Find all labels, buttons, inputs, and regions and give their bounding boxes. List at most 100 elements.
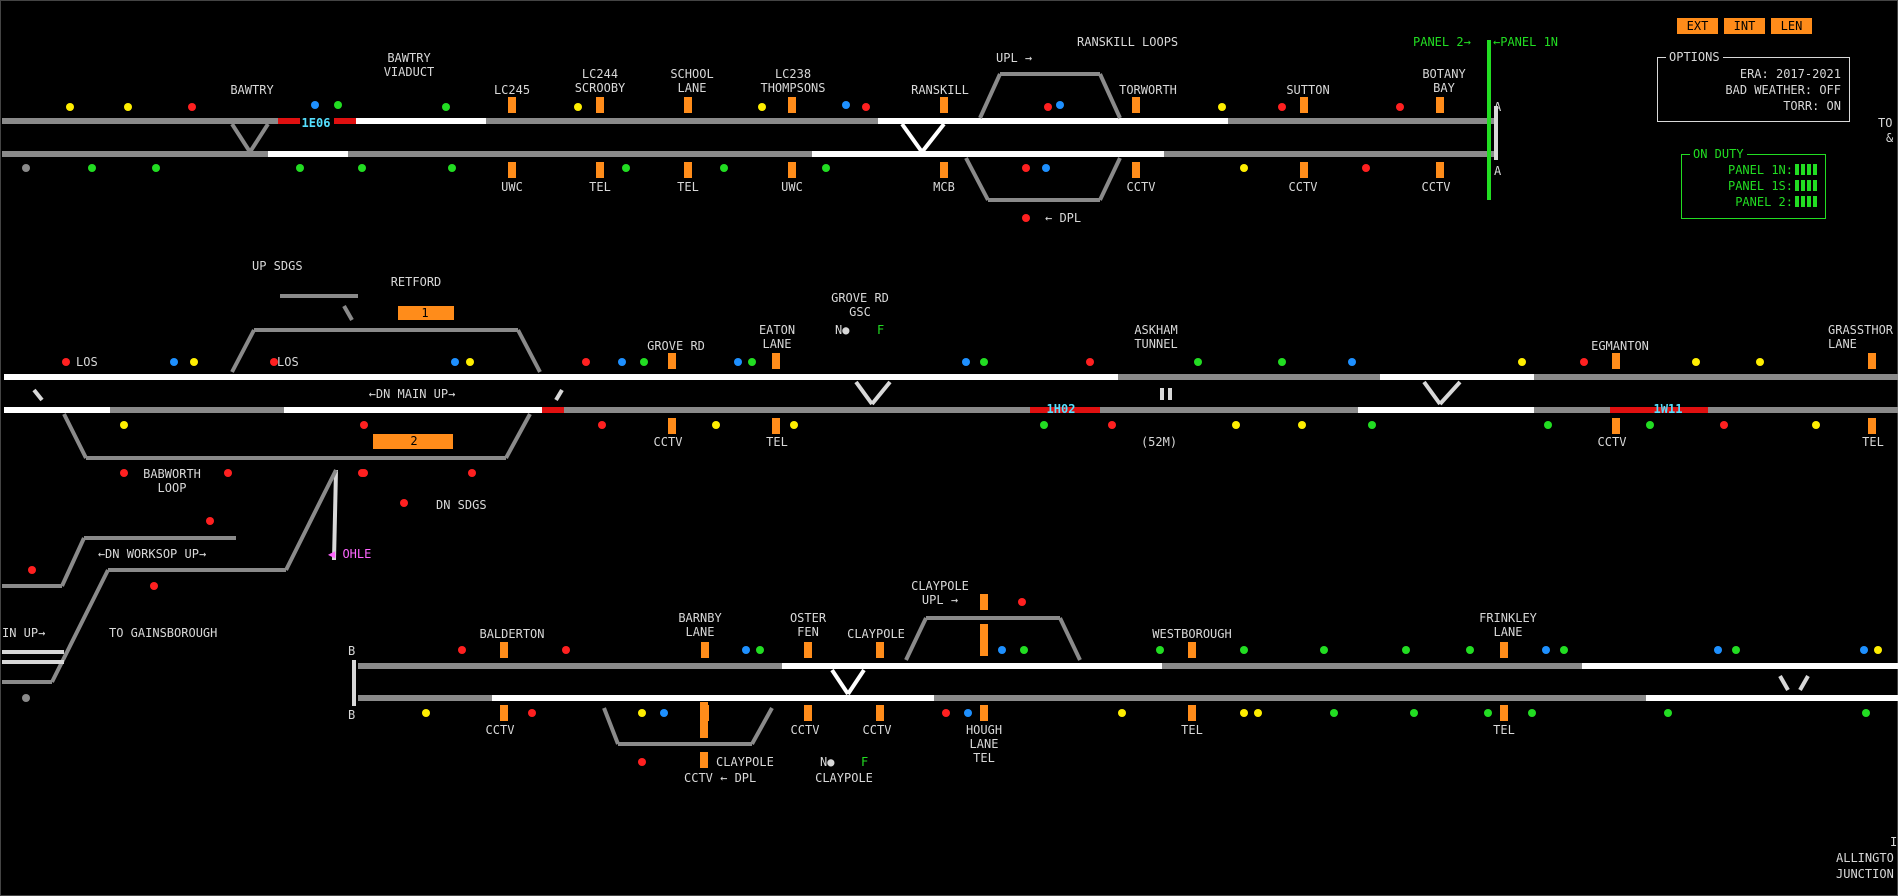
signal[interactable] xyxy=(1044,103,1052,111)
level-crossing[interactable] xyxy=(668,353,676,369)
track-section[interactable] xyxy=(920,122,946,154)
track-section[interactable] xyxy=(2,151,268,157)
level-crossing[interactable] xyxy=(508,97,516,113)
track-section[interactable] xyxy=(1030,407,1100,413)
signal[interactable] xyxy=(1402,646,1410,654)
level-crossing[interactable] xyxy=(772,418,780,434)
track-section[interactable] xyxy=(248,122,270,154)
track-section[interactable] xyxy=(854,380,874,406)
track-section[interactable] xyxy=(1646,695,1898,701)
signal[interactable] xyxy=(1232,421,1240,429)
level-crossing[interactable] xyxy=(1188,642,1196,658)
signal[interactable] xyxy=(1874,646,1882,654)
signal[interactable] xyxy=(296,164,304,172)
track-section[interactable] xyxy=(230,329,256,373)
track-section[interactable] xyxy=(1422,380,1442,406)
signal[interactable] xyxy=(1218,103,1226,111)
claypole-gsc-f-label[interactable]: F xyxy=(861,755,869,769)
signal[interactable] xyxy=(1330,709,1338,717)
track-section[interactable] xyxy=(750,707,774,745)
signal[interactable] xyxy=(638,758,646,766)
signal[interactable] xyxy=(528,709,536,717)
signal[interactable] xyxy=(1544,421,1552,429)
track-section[interactable] xyxy=(602,707,620,745)
signal[interactable] xyxy=(980,358,988,366)
train-id-1h02[interactable]: 1H02 xyxy=(1046,402,1076,416)
track-section[interactable] xyxy=(32,388,44,402)
signal[interactable] xyxy=(1194,358,1202,366)
ext-button[interactable]: EXT xyxy=(1677,18,1718,34)
signal[interactable] xyxy=(1018,598,1026,606)
signal[interactable] xyxy=(334,101,342,109)
signal[interactable] xyxy=(1156,646,1164,654)
signal[interactable] xyxy=(638,709,646,717)
track-section[interactable] xyxy=(1582,663,1898,669)
level-crossing[interactable] xyxy=(876,642,884,658)
signal[interactable] xyxy=(1056,101,1064,109)
level-crossing[interactable] xyxy=(804,642,812,658)
signal[interactable] xyxy=(758,103,766,111)
track-section[interactable] xyxy=(268,151,348,157)
bad-weather-option[interactable]: BAD WEATHER: OFF xyxy=(1725,83,1841,97)
signal[interactable] xyxy=(466,358,474,366)
torr-option[interactable]: TORR: ON xyxy=(1783,99,1841,113)
signal[interactable] xyxy=(660,709,668,717)
track-section[interactable] xyxy=(870,380,892,406)
signal[interactable] xyxy=(1396,103,1404,111)
signal[interactable] xyxy=(150,582,158,590)
level-crossing[interactable] xyxy=(500,705,508,721)
signal[interactable] xyxy=(582,358,590,366)
level-crossing[interactable] xyxy=(980,705,988,721)
signal[interactable] xyxy=(964,709,972,717)
signal[interactable] xyxy=(206,517,214,525)
level-crossing[interactable] xyxy=(1500,642,1508,658)
level-crossing[interactable] xyxy=(1132,162,1140,178)
signal[interactable] xyxy=(1022,214,1030,222)
signal[interactable] xyxy=(1368,421,1376,429)
level-crossing[interactable] xyxy=(596,162,604,178)
platform-2[interactable] xyxy=(373,434,453,449)
signal[interactable] xyxy=(400,499,408,507)
track-section[interactable] xyxy=(492,695,934,701)
signal[interactable] xyxy=(358,164,366,172)
level-crossing[interactable] xyxy=(1868,353,1876,369)
track-section[interactable] xyxy=(284,407,542,413)
track-section[interactable] xyxy=(542,407,564,413)
track-section[interactable] xyxy=(110,407,284,413)
track-section[interactable] xyxy=(904,617,928,661)
level-crossing[interactable] xyxy=(700,702,708,738)
signal[interactable] xyxy=(748,358,756,366)
level-crossing[interactable] xyxy=(500,642,508,658)
signal[interactable] xyxy=(22,694,30,702)
level-crossing[interactable] xyxy=(1132,97,1140,113)
signal[interactable] xyxy=(1240,709,1248,717)
signal[interactable] xyxy=(1862,709,1870,717)
signal[interactable] xyxy=(311,101,319,109)
platform-2-label[interactable]: 2 xyxy=(410,434,418,448)
train-id-1w11[interactable]: 1W11 xyxy=(1653,402,1683,416)
track-section[interactable] xyxy=(358,695,492,701)
ohle-label[interactable]: ◀ OHLE xyxy=(328,547,372,561)
track-section[interactable] xyxy=(486,118,878,124)
track-section[interactable] xyxy=(1798,675,1810,691)
signal[interactable] xyxy=(1484,709,1492,717)
signal[interactable] xyxy=(1042,164,1050,172)
signal[interactable] xyxy=(942,709,950,717)
track-section[interactable] xyxy=(830,668,850,696)
level-crossing[interactable] xyxy=(940,162,948,178)
signal[interactable] xyxy=(742,646,750,654)
signal[interactable] xyxy=(188,103,196,111)
track-section[interactable] xyxy=(1358,407,1534,413)
signal[interactable] xyxy=(22,164,30,172)
signal[interactable] xyxy=(1732,646,1740,654)
platform-1[interactable] xyxy=(398,306,454,320)
level-crossing[interactable] xyxy=(940,97,948,113)
claypole-gsc-n-label[interactable]: N● xyxy=(820,755,835,769)
signal[interactable] xyxy=(618,358,626,366)
signal[interactable] xyxy=(1646,421,1654,429)
signal[interactable] xyxy=(88,164,96,172)
signal[interactable] xyxy=(574,103,582,111)
signal[interactable] xyxy=(1528,709,1536,717)
track-section[interactable] xyxy=(1164,151,1494,157)
track-section[interactable] xyxy=(1098,157,1122,201)
